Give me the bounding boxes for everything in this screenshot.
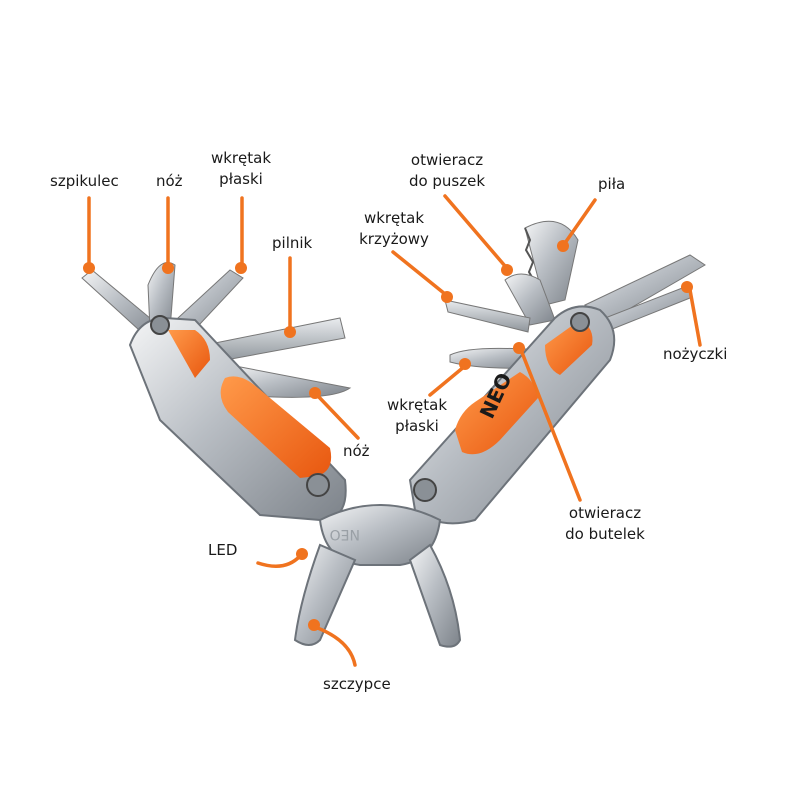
label-noz-right: nóż — [343, 442, 370, 460]
label-led: LED — [208, 541, 238, 559]
label-noz-top: nóż — [156, 172, 183, 190]
label-line-2: krzyżowy — [359, 230, 429, 248]
label-nozyczki: nożyczki — [663, 345, 728, 363]
label-wkretak-plaski-mid: wkrętak płaski — [372, 395, 462, 437]
leader-lines — [83, 194, 702, 667]
right-tools — [444, 220, 706, 369]
label-wkretak-krzyzowy: wkrętak krzyżowy — [344, 208, 444, 250]
can-opener — [504, 273, 556, 326]
label-line-2: do puszek — [408, 172, 486, 190]
pliers: NEO — [293, 504, 462, 648]
label-line-1: wkrętak — [386, 396, 448, 414]
label-line-1: wkrętak — [210, 149, 272, 167]
label-wkretak-plaski-top: wkrętak płaski — [196, 148, 286, 190]
small-knife-blade — [147, 262, 176, 331]
label-szczypce: szczypce — [323, 675, 391, 693]
label-line-2: płaski — [219, 170, 263, 188]
label-otwieracz-puszek: otwieracz do puszek — [392, 150, 502, 192]
label-line-1: wkrętak — [363, 209, 425, 227]
label-line-2: do butelek — [565, 525, 645, 543]
label-line-1: otwieracz — [410, 151, 484, 169]
label-szpikulec: szpikulec — [50, 172, 119, 190]
label-pila: piła — [598, 175, 626, 193]
pliers-logo: NEO — [330, 526, 360, 542]
phillips-screwdriver — [444, 299, 531, 333]
label-line-2: płaski — [395, 417, 439, 435]
label-otwieracz-butelek: otwieracz do butelek — [545, 503, 665, 545]
label-line-1: otwieracz — [568, 504, 642, 522]
label-pilnik: pilnik — [272, 234, 313, 252]
